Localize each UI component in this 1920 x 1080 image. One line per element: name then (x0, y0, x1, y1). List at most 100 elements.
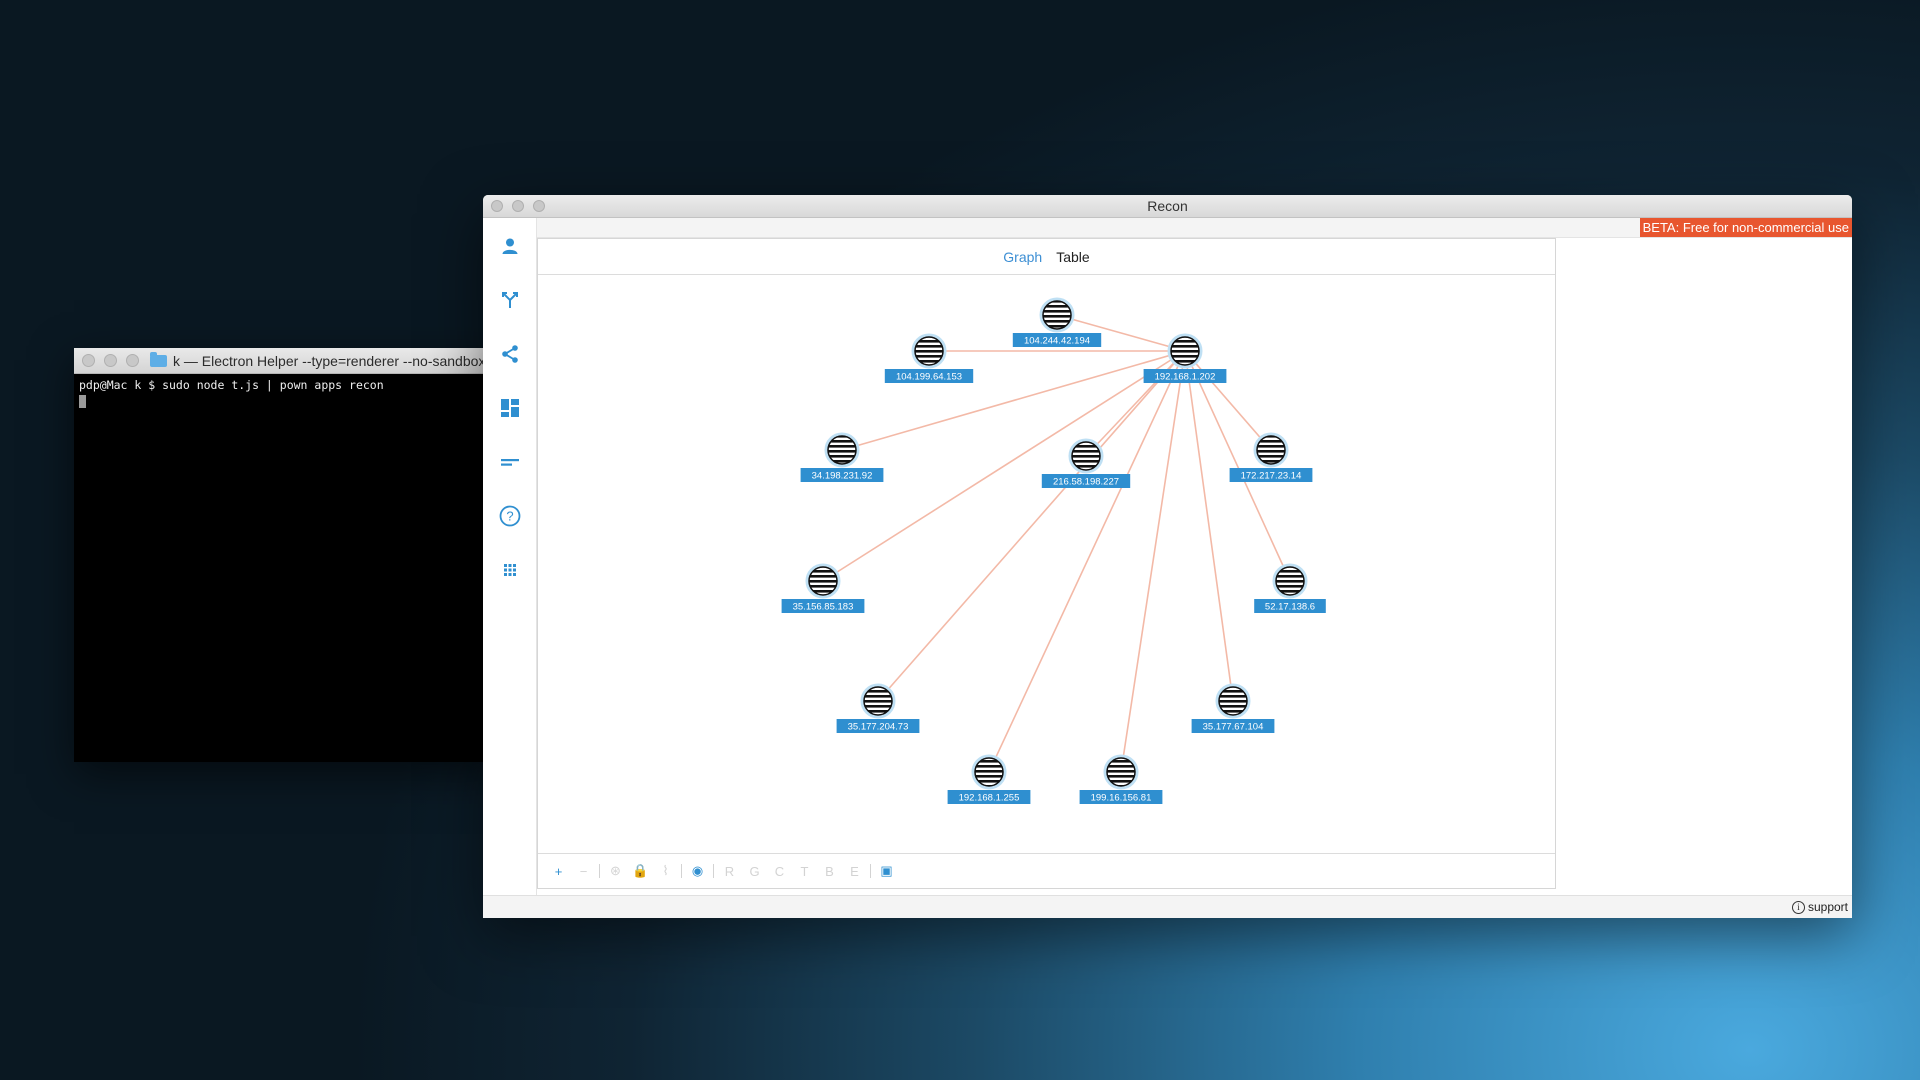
terminal-command: pdp@Mac k $ sudo node t.js | pown apps r… (79, 378, 384, 392)
dashboard-icon[interactable] (496, 394, 524, 422)
layout-b-icon[interactable]: B (825, 863, 834, 879)
close-button[interactable] (82, 354, 95, 367)
graph-edge[interactable] (1184, 350, 1272, 451)
graph-panel: Graph Table 104.244.42.194 104.199.64.153… (537, 238, 1556, 889)
recon-titlebar[interactable]: Recon (483, 195, 1852, 218)
server-icon-body (863, 686, 893, 716)
graph-edge[interactable] (988, 350, 1186, 773)
node-label: 216.58.198.227 (1053, 477, 1119, 488)
window-title: Recon (1147, 198, 1188, 214)
maximize-button[interactable] (533, 200, 545, 212)
terminal-title: k — Electron Helper --type=renderer --no… (173, 352, 486, 369)
close-button[interactable] (491, 200, 503, 212)
sidebar: ? (483, 218, 537, 896)
server-icon-body (1170, 336, 1200, 366)
node-label-bg (1012, 333, 1102, 347)
fit-icon[interactable]: ◉ (691, 863, 704, 878)
tab-graph[interactable]: Graph (1003, 248, 1043, 265)
list-icon[interactable] (496, 448, 524, 476)
server-icon-body (914, 336, 944, 366)
node-label: 192.168.1.255 (959, 793, 1020, 804)
folder-icon (150, 351, 167, 367)
server-icon-body (1218, 686, 1248, 716)
graph-node[interactable]: 35.177.204.73 (836, 683, 920, 733)
node-label: 35.177.204.73 (848, 722, 909, 733)
node-label: 192.168.1.202 (1155, 372, 1216, 383)
graph-node[interactable]: 104.199.64.153 (884, 333, 974, 383)
graph-node[interactable]: 35.177.67.104 (1191, 683, 1275, 733)
graph-node[interactable]: 34.198.231.92 (800, 432, 884, 482)
tab-table[interactable]: Table (1056, 248, 1090, 265)
graph-edge[interactable] (1056, 314, 1186, 352)
status-bar: i support (483, 895, 1852, 918)
graph-edge[interactable] (841, 350, 1186, 451)
minimize-button[interactable] (512, 200, 524, 212)
toolbar-separator (713, 864, 714, 878)
graph-node[interactable]: 52.17.138.6 (1254, 563, 1326, 613)
node-label: 104.244.42.194 (1024, 336, 1090, 347)
recon-window[interactable]: Recon ? BETA: Free for non-commercial us… (483, 195, 1852, 918)
help-icon[interactable]: ? (496, 502, 524, 530)
node-label: 34.198.231.92 (812, 471, 873, 482)
info-icon: i (1791, 900, 1805, 914)
user-icon[interactable] (496, 232, 524, 260)
graph-edge[interactable] (1085, 350, 1186, 457)
graph-node[interactable]: 172.217.23.14 (1229, 432, 1313, 482)
node-label-bg (947, 790, 1031, 804)
graph-node[interactable]: 199.16.156.81 (1079, 754, 1163, 804)
layout-r-icon[interactable]: R (724, 863, 735, 879)
share-icon[interactable] (496, 340, 524, 368)
zoom-in-icon[interactable]: + (554, 863, 563, 879)
zoom-out-icon[interactable]: − (579, 863, 588, 879)
node-label-bg (1079, 790, 1163, 804)
top-strip: BETA: Free for non-commercial use (537, 218, 1852, 238)
view-tabs: Graph Table (538, 239, 1555, 275)
lock-icon[interactable]: 🔒 (632, 863, 649, 878)
toolbar-separator (870, 864, 871, 878)
graph-node[interactable]: 104.244.42.194 (1012, 297, 1102, 347)
node-label-bg (1229, 468, 1313, 482)
server-icon-body (1042, 300, 1072, 330)
graph-edge[interactable] (1120, 350, 1186, 773)
toolbar-separator (681, 864, 682, 878)
path-icon[interactable]: ⌇ (662, 863, 669, 878)
node-label-bg (1041, 474, 1131, 488)
node-label: 172.217.23.14 (1241, 471, 1302, 482)
graph-node[interactable]: 192.168.1.202 (1143, 333, 1227, 383)
terminal-window[interactable]: k — Electron Helper --type=renderer --no… (74, 348, 504, 762)
graph-edge[interactable] (877, 350, 1186, 702)
svg-text:?: ? (506, 509, 513, 524)
details-panel (1556, 238, 1852, 889)
graph-edge[interactable] (1184, 350, 1234, 702)
node-label: 35.156.85.183 (793, 602, 854, 613)
fork-icon[interactable] (496, 286, 524, 314)
graph-node[interactable]: 35.156.85.183 (781, 563, 865, 613)
graph-node[interactable]: 192.168.1.255 (947, 754, 1031, 804)
graph-node[interactable]: 216.58.198.227 (1041, 438, 1131, 488)
layout-e-icon[interactable]: E (850, 863, 859, 879)
node-label-bg (781, 599, 865, 613)
layout-c-icon[interactable]: C (774, 863, 785, 879)
image-icon[interactable]: ▣ (880, 863, 893, 878)
node-icon[interactable]: ⊛ (610, 863, 621, 878)
beta-badge: BETA: Free for non-commercial use (1639, 218, 1852, 237)
node-label: 104.199.64.153 (896, 372, 962, 383)
terminal-output[interactable]: pdp@Mac k $ sudo node t.js | pown apps r… (74, 374, 504, 415)
minimize-button[interactable] (104, 354, 117, 367)
network-graph[interactable]: 104.244.42.194 104.199.64.153 192.168.1.20… (538, 275, 1555, 855)
terminal-titlebar[interactable]: k — Electron Helper --type=renderer --no… (74, 348, 504, 374)
layout-g-icon[interactable]: G (749, 863, 760, 879)
maximize-button[interactable] (126, 354, 139, 367)
node-label: 35.177.67.104 (1203, 722, 1264, 733)
apps-grid-icon[interactable] (496, 556, 524, 584)
node-label-bg (884, 369, 974, 383)
node-label-bg (836, 719, 920, 733)
node-label-bg (800, 468, 884, 482)
graph-edge[interactable] (822, 350, 1186, 582)
server-icon-body (1071, 441, 1101, 471)
support-link[interactable]: support (1807, 900, 1848, 914)
layout-t-icon[interactable]: T (800, 863, 809, 879)
server-icon-body (974, 757, 1004, 787)
graph-edge[interactable] (1184, 350, 1291, 582)
